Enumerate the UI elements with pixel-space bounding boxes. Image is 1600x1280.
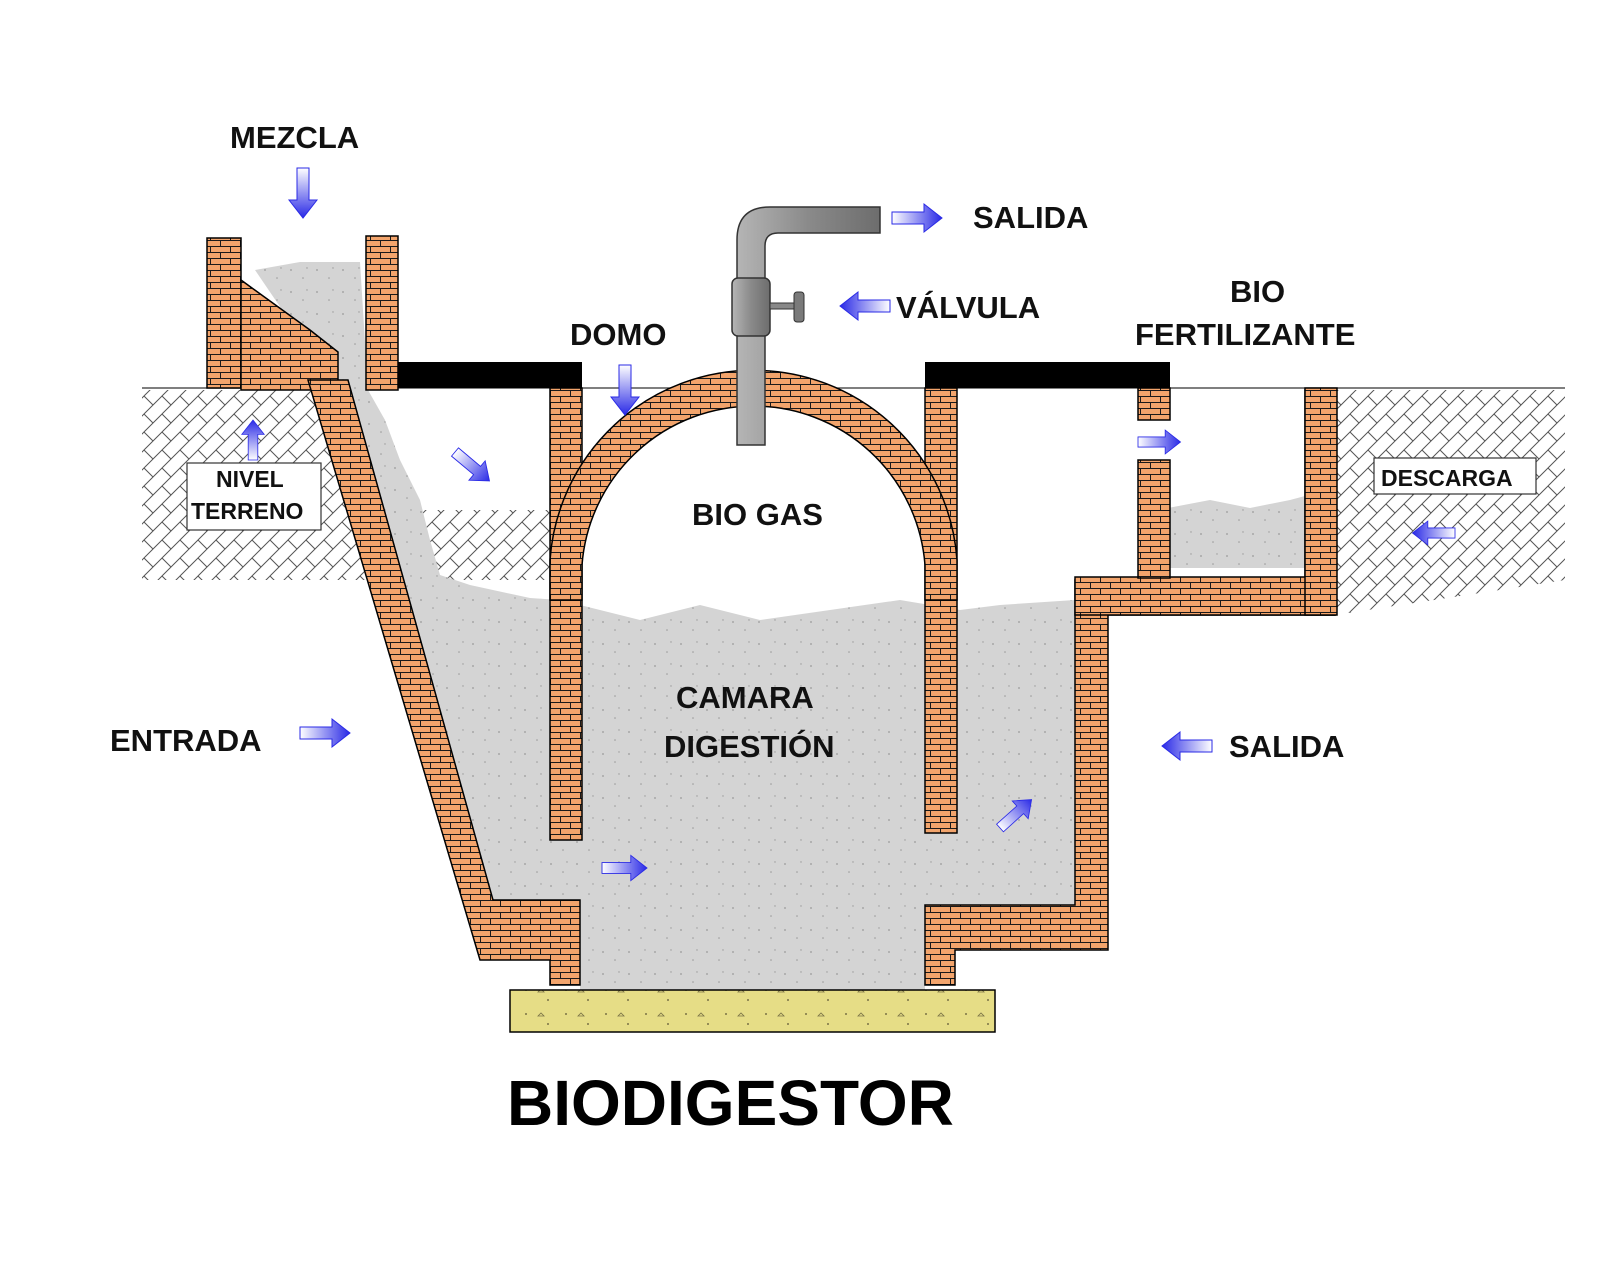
arrow-left-icon — [839, 291, 891, 321]
nivel-terreno-box — [186, 462, 322, 531]
label-descarga: DESCARGA — [1381, 465, 1513, 491]
soil-right — [1335, 390, 1565, 615]
inlet-sloped-wall — [306, 379, 581, 986]
arrow-right-icon — [891, 203, 943, 233]
label-bio-fertilizante-2: FERTILIZANTE — [1135, 317, 1355, 352]
descarga-box — [1373, 457, 1537, 495]
outlet-tank-right-wall — [1304, 387, 1338, 616]
label-valvula: VÁLVULA — [896, 290, 1040, 325]
hopper-left-wall — [206, 237, 242, 389]
inner-right-wall — [924, 387, 958, 834]
label-terreno: TERRENO — [191, 498, 303, 524]
slurry-outlet-tank — [1168, 496, 1305, 568]
lid-left — [398, 362, 582, 388]
hopper-slope — [240, 278, 339, 391]
label-salida-gas: SALIDA — [973, 200, 1088, 235]
outlet-divider-bottom — [1137, 459, 1171, 579]
page-title: BIODIGESTOR — [507, 1067, 954, 1139]
label-domo: DOMO — [570, 317, 666, 352]
label-bio-gas: BIO GAS — [692, 497, 823, 532]
outlet-divider-top — [1137, 387, 1171, 421]
arrow-right-icon — [299, 718, 351, 748]
lid-right — [925, 362, 1170, 388]
label-digestion: DIGESTIÓN — [664, 728, 835, 764]
arrow-right-icon — [1137, 429, 1181, 455]
arrow-left-icon — [1161, 731, 1213, 761]
label-nivel: NIVEL — [216, 466, 284, 492]
label-entrada: ENTRADA — [110, 723, 262, 758]
label-bio-fertilizante-1: BIO — [1230, 274, 1285, 309]
valve-body — [731, 277, 771, 337]
dome — [549, 369, 958, 601]
outlet-tank-floor — [1074, 576, 1336, 616]
gas-pipe — [736, 206, 881, 446]
label-camara: CAMARA — [676, 680, 814, 715]
valve-icon — [769, 291, 805, 323]
arrow-diagonal-icon — [446, 441, 499, 492]
inner-left-wall — [549, 387, 583, 841]
label-salida-right: SALIDA — [1229, 729, 1344, 764]
label-mezcla: MEZCLA — [230, 120, 359, 155]
foundation-slab — [509, 989, 996, 1033]
hopper-right-wall — [365, 235, 399, 391]
arrow-down-icon — [288, 167, 318, 219]
